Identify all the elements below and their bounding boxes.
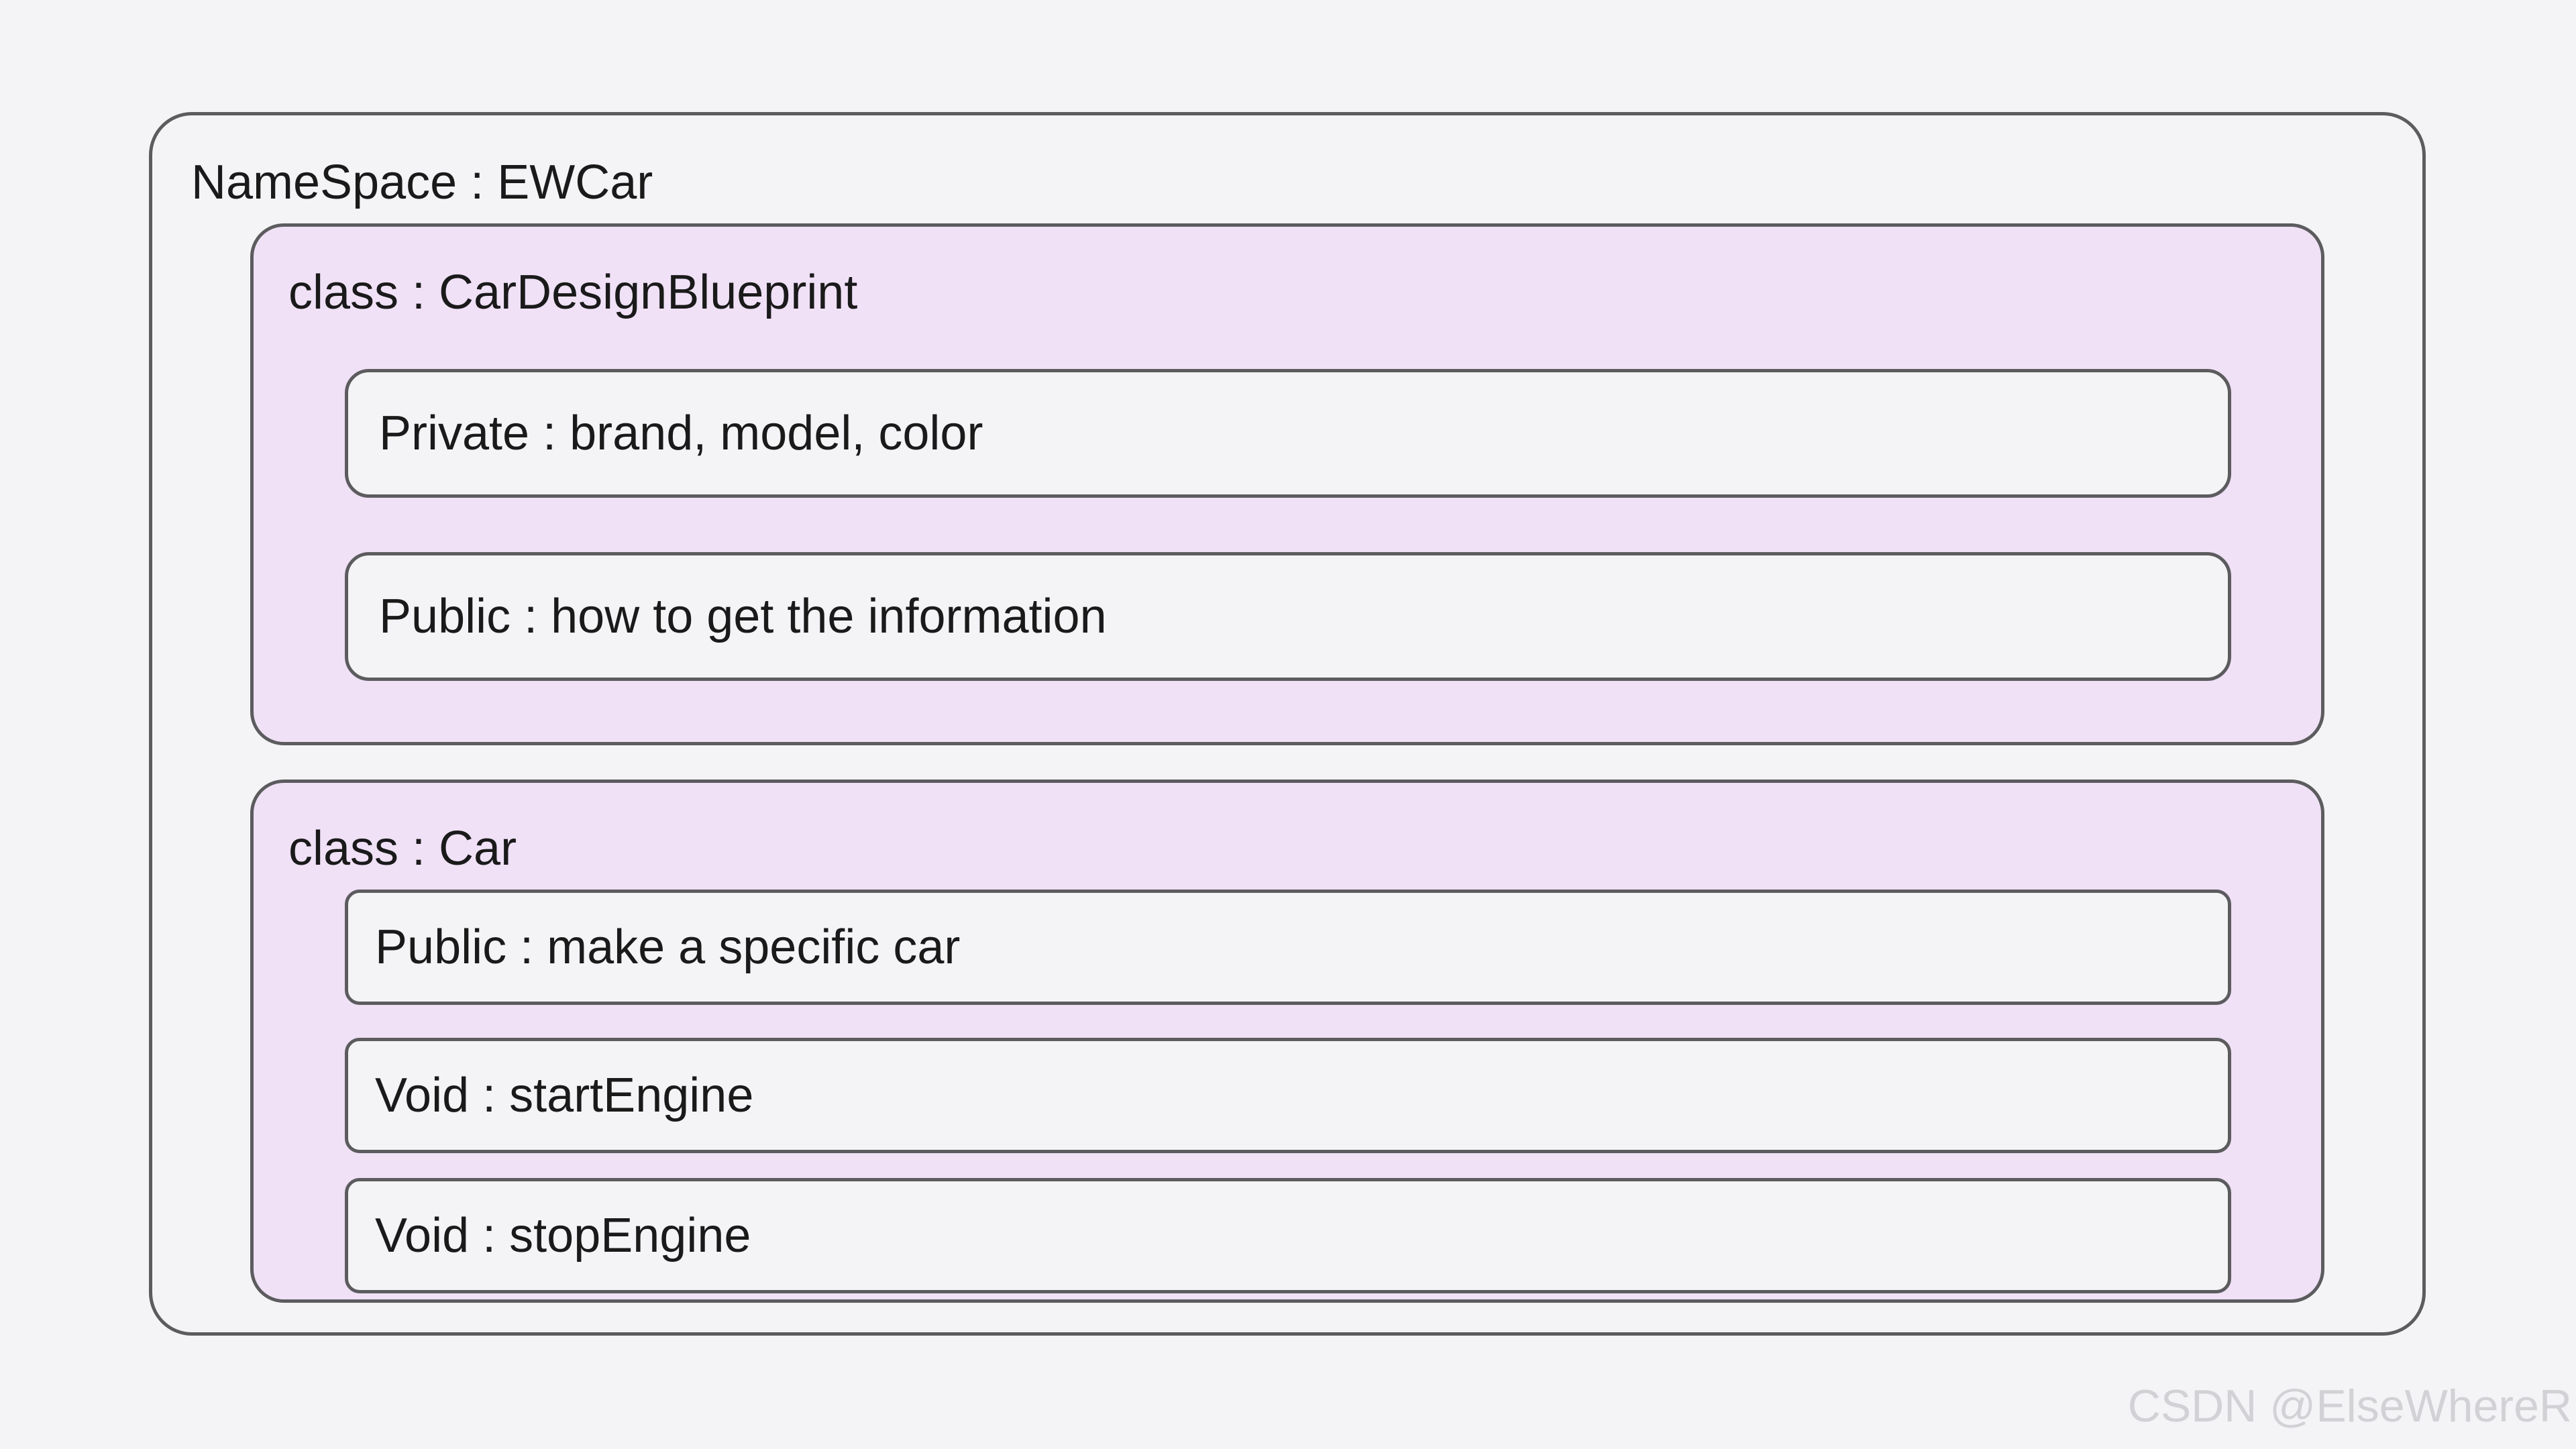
class-label-cardesignblueprint: class : CarDesignBlueprint <box>288 266 858 319</box>
member-label-private: Private : brand, model, color <box>379 407 983 460</box>
member-box-public-make: Public : make a specific car <box>345 890 2231 1005</box>
member-box-private: Private : brand, model, color <box>345 369 2231 498</box>
member-label-stop-engine: Void : stopEngine <box>375 1209 751 1263</box>
member-label-public-make: Public : make a specific car <box>375 920 961 974</box>
member-box-start-engine: Void : startEngine <box>345 1038 2231 1153</box>
member-label-start-engine: Void : startEngine <box>375 1069 754 1122</box>
class-label-car: class : Car <box>288 822 517 875</box>
member-box-stop-engine: Void : stopEngine <box>345 1178 2231 1293</box>
watermark: CSDN @ElseWhereR <box>2127 1381 2572 1432</box>
member-box-public-information: Public : how to get the information <box>345 552 2231 681</box>
namespace-label: NameSpace : EWCar <box>191 156 653 209</box>
member-label-public-information: Public : how to get the information <box>379 590 1107 643</box>
